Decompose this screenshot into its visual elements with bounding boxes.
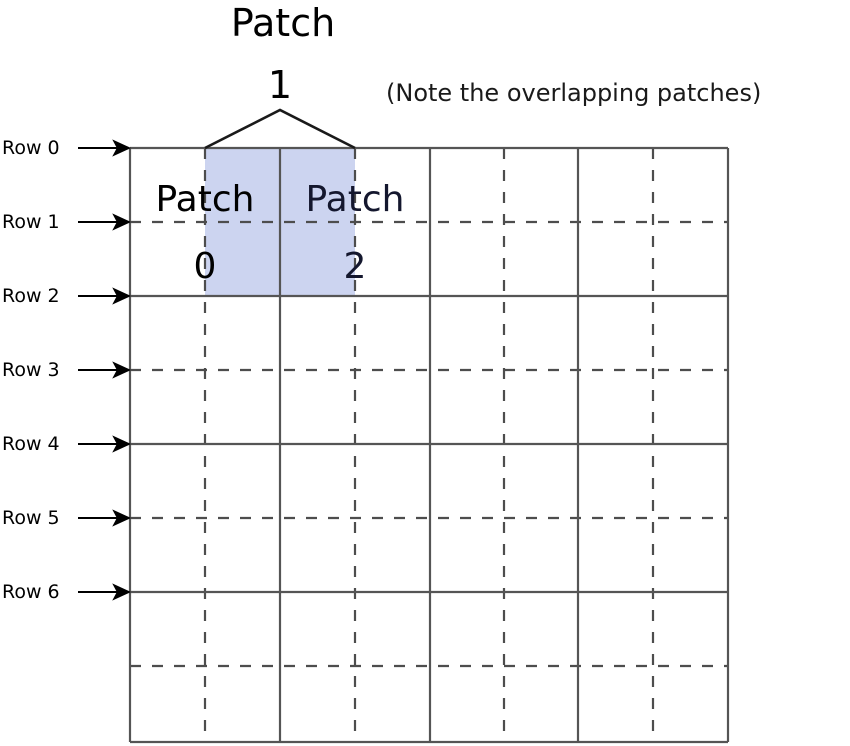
row-label-5: Row 5 (2, 507, 60, 529)
patch-1-title-line2: 1 (268, 63, 292, 107)
overlap-note-text: (Note the overlapping patches) (386, 79, 761, 107)
patch-label-group: Patch 0 Patch 2 (156, 179, 405, 287)
patch-cell-label-1-line1: Patch (306, 179, 405, 220)
patch-cell-label-0-line2: 0 (194, 246, 217, 287)
grid-solid-horizontal-lines (130, 146, 728, 744)
row-label-group: Row 0 Row 1 Row 2 Row 3 Row 4 Row 5 Row 6 (2, 137, 132, 603)
patch-cell-label-1-line2: 2 (344, 246, 367, 287)
row-label-3: Row 3 (2, 359, 60, 381)
row-label-6: Row 6 (2, 581, 60, 603)
row-label-2: Row 2 (2, 285, 60, 307)
row-label-1: Row 1 (2, 211, 60, 233)
patch-cell-label-0-line1: Patch (156, 179, 255, 220)
patch-1-pointer-caret (204, 108, 356, 150)
patch-1-title-line1: Patch (231, 1, 335, 45)
row-label-0: Row 0 (2, 137, 60, 159)
row-label-4: Row 4 (2, 433, 60, 455)
